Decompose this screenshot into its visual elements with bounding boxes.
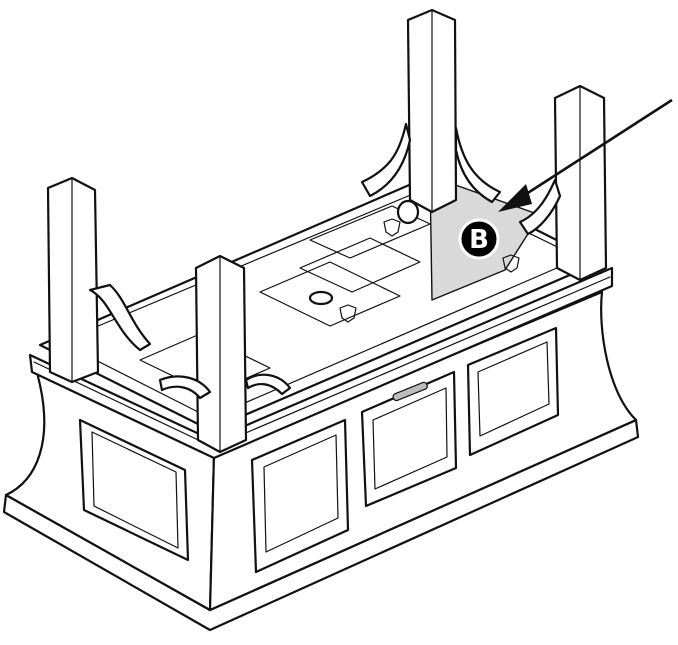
brand-shield-icon — [502, 254, 520, 273]
callout-b-label: B — [469, 225, 489, 255]
brand-shield-icon — [383, 218, 401, 237]
leg-back-right — [518, 84, 608, 282]
drain-hole-center — [308, 290, 334, 306]
drain-hole-back — [396, 199, 420, 225]
brand-shield-icon — [339, 304, 357, 323]
front-panel-1 — [250, 418, 350, 574]
callout-arrow — [498, 98, 673, 212]
callout-b-badge: B — [458, 218, 500, 260]
leg-back-left — [46, 176, 152, 384]
leg-back-center — [360, 8, 502, 214]
side-panel-left — [78, 418, 190, 562]
leg-front-left — [158, 254, 292, 454]
front-panel-3 — [466, 326, 560, 457]
handle-slot — [392, 381, 428, 402]
